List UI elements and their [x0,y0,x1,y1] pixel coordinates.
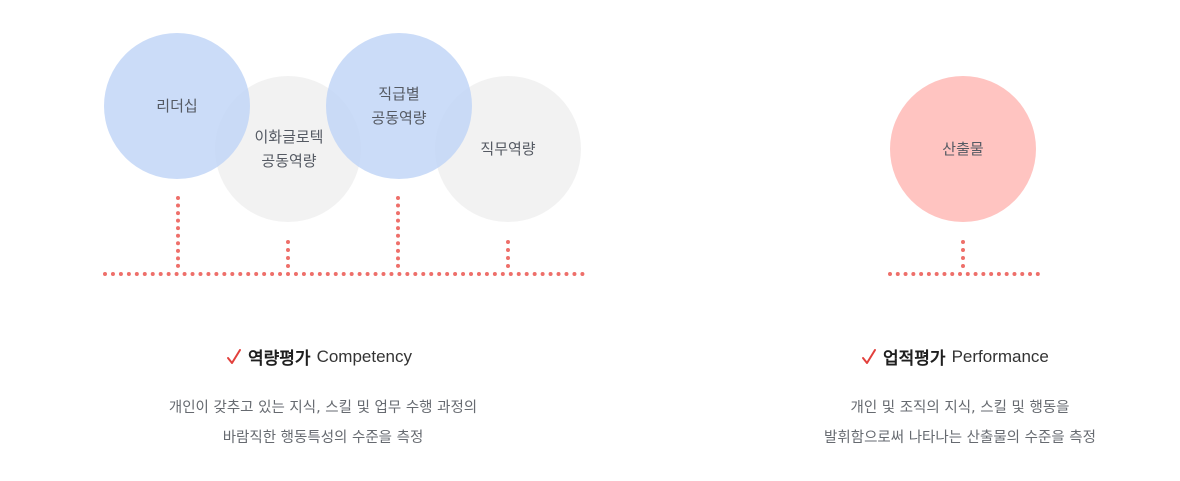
performance-description: 개인 및 조직의 지식, 스킬 및 행동을 발휘함으로써 나타나는 산출물의 수… [780,393,1140,453]
circle-leadership: 리더십 [104,33,250,179]
connector-output [961,240,965,268]
connector-rank-common [396,196,400,268]
competency-desc-line1: 개인이 갖추고 있는 지식, 스킬 및 업무 수행 과정의 [168,400,478,416]
connector-leadership [176,196,180,268]
performance-heading: 업적평가 Performance [861,344,1049,369]
check-icon [227,348,241,364]
circle-label: 산출물 [942,140,984,158]
performance-heading-en: Performance [951,346,1049,366]
check-icon [862,348,876,364]
competency-desc-line2: 바람직한 행동특성의 수준을 측정 [222,430,424,446]
circle-output: 산출물 [890,76,1036,222]
performance-desc-line2: 발휘함으로써 나타나는 산출물의 수준을 측정 [824,430,1096,446]
connector-job [506,240,510,268]
performance-heading-kr: 업적평가 [883,349,946,369]
circle-label: 직급별 공동역량 [371,85,427,127]
competency-heading-en: Competency [316,346,412,366]
circle-label: 리더십 [156,97,198,115]
connector-company-common [286,240,290,268]
performance-desc-line1: 개인 및 조직의 지식, 스킬 및 행동을 [850,400,1070,416]
competency-heading: 역량평가 Competency [226,344,412,369]
circle-rank-common-competency: 직급별 공동역량 [326,33,472,179]
competency-heading-kr: 역량평가 [248,349,311,369]
competency-baseline [103,272,585,276]
performance-baseline [888,272,1040,276]
circle-label: 직무역량 [480,140,536,158]
competency-description: 개인이 갖추고 있는 지식, 스킬 및 업무 수행 과정의 바람직한 행동특성의… [92,393,554,453]
circle-label: 이화글로텍 공동역량 [254,128,324,170]
